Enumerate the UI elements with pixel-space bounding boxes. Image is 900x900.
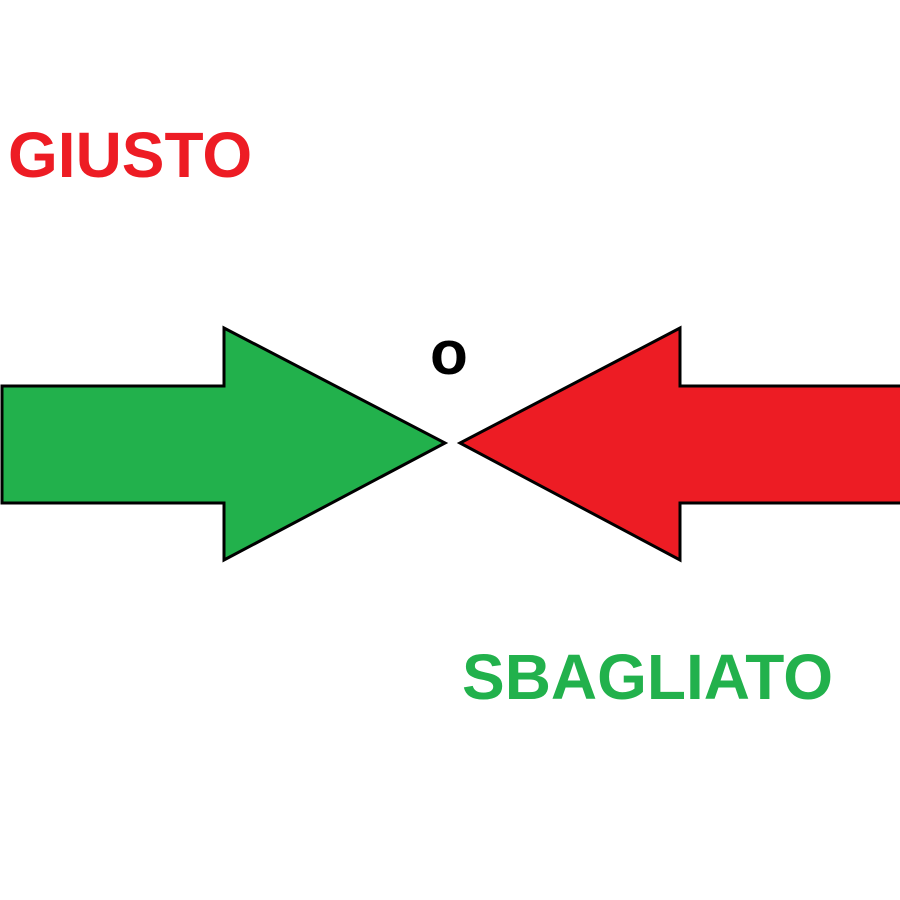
giusto-label: GIUSTO xyxy=(8,119,253,191)
or-label: o xyxy=(430,319,468,388)
green-arrow-right-icon xyxy=(0,325,449,563)
red-arrow-left-icon xyxy=(456,325,900,563)
sbagliato-label: SBAGLIATO xyxy=(462,641,833,713)
